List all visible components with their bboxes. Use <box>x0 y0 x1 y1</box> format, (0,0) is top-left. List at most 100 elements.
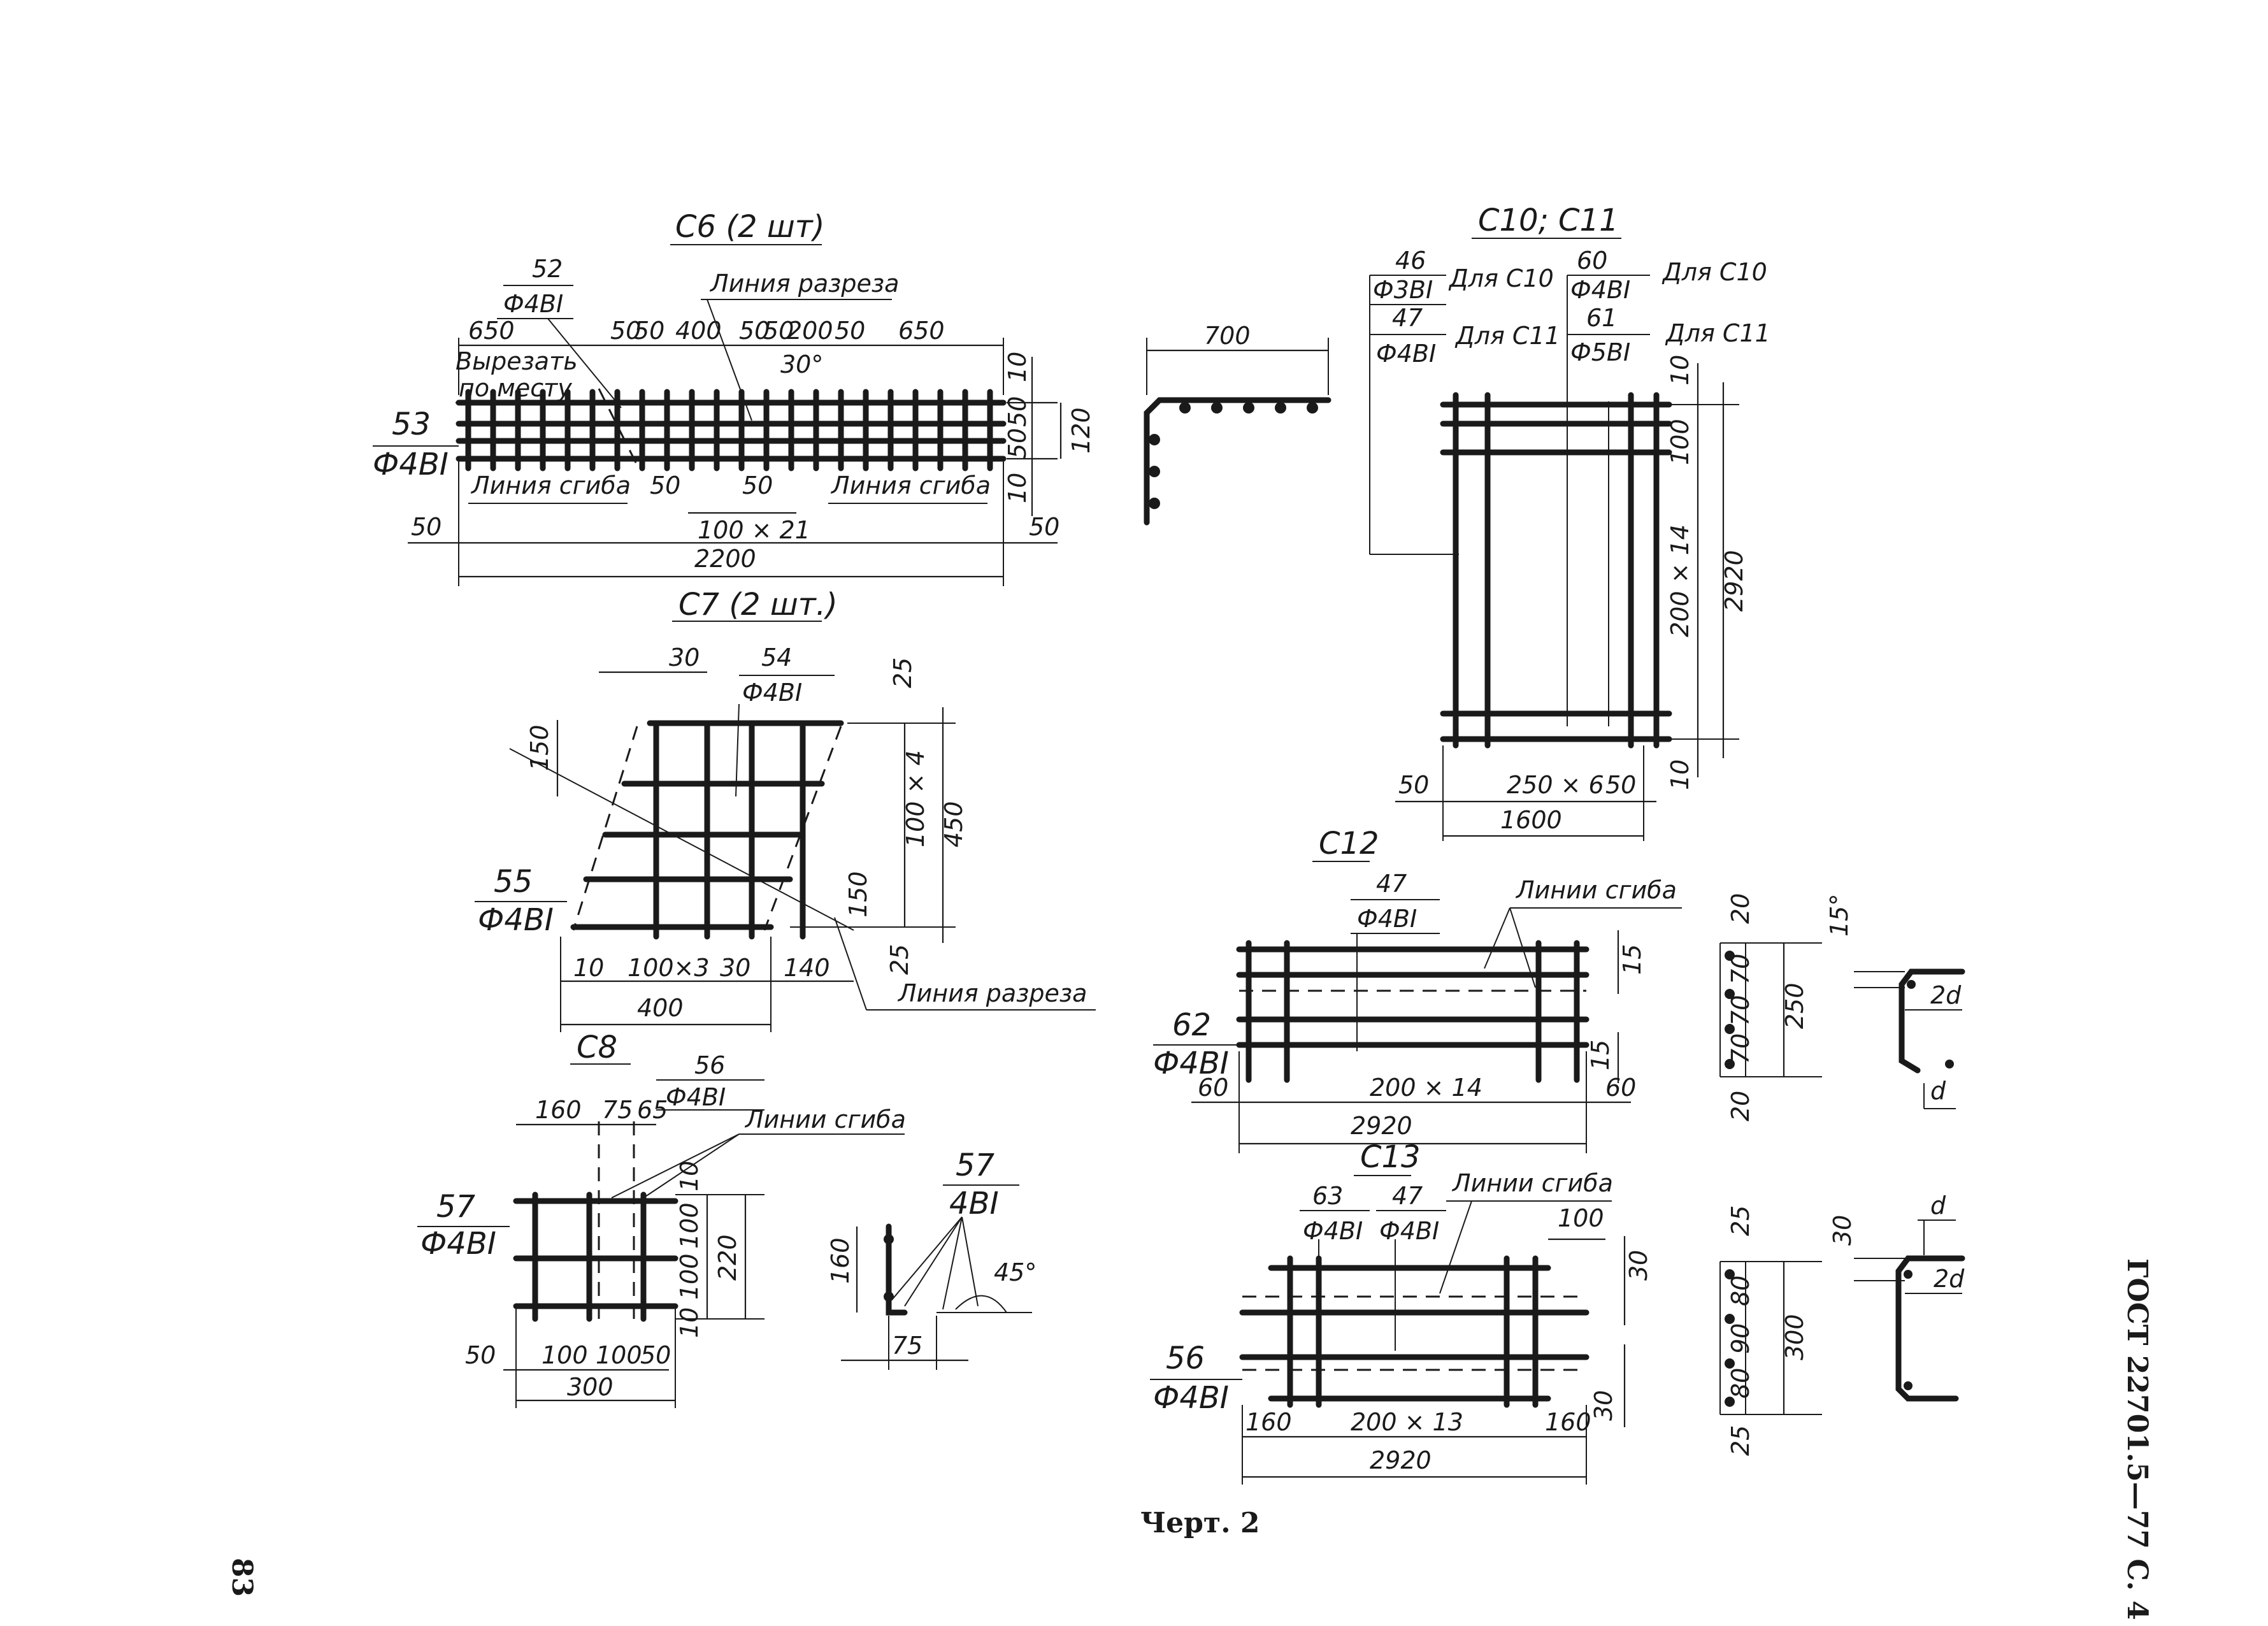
c13-sec-dim-25b: 25 <box>1726 1425 1755 1456</box>
c7-dim-25-top: 25 <box>889 658 917 688</box>
c13-pos-left: 56 <box>1166 1341 1205 1376</box>
c12-title: С12 <box>1319 826 1379 861</box>
c10-a-pos: 46 <box>1395 247 1426 275</box>
c7-bdim-100x3: 100×3 <box>628 954 710 982</box>
c13-pitch: 200 × 13 <box>1351 1408 1463 1436</box>
c13-title: С13 <box>1360 1139 1421 1175</box>
c8-tdim-75: 75 <box>602 1096 633 1124</box>
c7-bdim-140: 140 <box>784 954 830 982</box>
c6-dim-50-bottom-b: 50 <box>742 471 773 500</box>
c10-d-note: Для С11 <box>1665 319 1770 347</box>
c8-width: 300 <box>567 1373 614 1401</box>
c8-rdim-10a: 10 <box>675 1161 703 1191</box>
c8-detail-bar: 4ВI <box>949 1186 999 1221</box>
angle-bar-dot <box>1307 402 1318 414</box>
angle-bar-dot <box>1243 402 1254 414</box>
c8-tdim-160: 160 <box>535 1096 582 1124</box>
c12-pos-top-bar: Ф4ВI <box>1357 905 1417 933</box>
c12-end-left: 60 <box>1198 1074 1228 1102</box>
c6-dim-50a: 50 <box>610 317 641 345</box>
angle-bar-dot <box>1179 402 1191 414</box>
c13-pos-b: 47 <box>1392 1182 1423 1210</box>
c6-dim-400: 400 <box>675 317 722 345</box>
c7-cut-line-label: Линия разреза <box>897 979 1087 1007</box>
c13-sec-dim-90: 90 <box>1726 1323 1755 1354</box>
c10-title: С10; С11 <box>1478 203 1619 238</box>
c8-bdim-50b: 50 <box>640 1341 671 1369</box>
c7-pos-top-bar: Ф4ВI <box>742 679 802 707</box>
c12-overall: 2920 <box>1351 1112 1412 1140</box>
c6-dim-200: 200 <box>787 317 833 345</box>
c7-pos-left: 55 <box>494 864 533 900</box>
c13-dim-30-top: 30 <box>1625 1250 1653 1281</box>
c6-pos-left-bar: Ф4ВI <box>373 447 449 482</box>
c6-cut-note-1: Вырезать <box>456 347 578 375</box>
c8-pos-top: 56 <box>694 1051 725 1079</box>
c8-bdim-100b: 100 <box>596 1341 642 1369</box>
c8-rdim-100b: 100 <box>675 1253 703 1300</box>
c7-dim-150-right: 150 <box>844 871 872 917</box>
c12-pitch: 200 × 14 <box>1370 1074 1482 1102</box>
c12-sec-dim-70c: 70 <box>1726 1033 1755 1064</box>
c7-dim-30: 30 <box>669 644 700 672</box>
c6-overall: 2200 <box>694 545 756 573</box>
c7-pos-left-bar: Ф4ВI <box>478 902 554 938</box>
c6-cut-line-label: Линия разреза <box>709 270 899 298</box>
c6-pos-top: 52 <box>532 255 563 283</box>
c10-c-pos: 60 <box>1577 247 1607 275</box>
c6-pos-left: 53 <box>392 406 431 442</box>
c13-section: 25 80 90 80 25 300 30 d 2d <box>1719 1191 1965 1456</box>
c10-rdim-10b: 10 <box>1666 759 1694 790</box>
c6-dim-50-bottom-a: 50 <box>650 471 680 500</box>
c6-dim-650-right: 650 <box>898 317 945 345</box>
figure-caption: Черт. 2 <box>1140 1507 1260 1539</box>
c12-sec-dim-20a: 20 <box>1726 893 1755 924</box>
angle-detail: 700 <box>1144 322 1331 526</box>
c8-detail-height: 160 <box>826 1237 854 1284</box>
standard-number: ГОСТ 22701.5—77 С. 4 <box>2121 1258 2153 1620</box>
c6-rdim-10b: 10 <box>1003 473 1031 503</box>
c6-end-left: 50 <box>411 513 441 541</box>
c10-a-note: Для С10 <box>1448 264 1554 292</box>
c6-rdim-120: 120 <box>1067 407 1095 454</box>
c8-detail-pos: 57 <box>956 1148 995 1183</box>
c8-bend-detail: 57 4ВI 160 75 45° <box>826 1148 1037 1370</box>
c10-c11-drawing: С10; С11 46 Ф3ВI Для С10 47 Ф4ВI Для С11… <box>1369 203 1770 841</box>
angle-length: 700 <box>1204 322 1251 350</box>
c12-pos-left: 62 <box>1172 1007 1211 1043</box>
c13-bend: Линии сгиба <box>1451 1169 1613 1197</box>
c6-rdim-50a: 50 <box>1003 396 1031 427</box>
c6-title: С6 (2 шт) <box>675 209 824 245</box>
c12-sec-d: d <box>1930 1077 1946 1105</box>
c10-bdim-50a: 50 <box>1398 771 1429 799</box>
c10-c-note: Для С10 <box>1662 258 1767 286</box>
c13-sec-dim-80b: 80 <box>1726 1368 1755 1399</box>
c10-bdim-pitch: 250 × 6 <box>1507 771 1604 799</box>
c12-pos-left-bar: Ф4ВI <box>1153 1046 1229 1081</box>
c7-width: 400 <box>637 994 684 1022</box>
c13-sec-dim-30: 30 <box>1828 1215 1856 1246</box>
c10-rdim-pitch: 200 × 14 <box>1666 524 1694 637</box>
c12-sec-dim-70b: 70 <box>1726 995 1755 1026</box>
c12-pos-top: 47 <box>1376 870 1407 898</box>
c8-bend: Линии сгиба <box>744 1105 906 1133</box>
c8-drawing: С8 56 Ф4ВI 160 75 65 Линии сгиба 57 Ф4ВI… <box>417 1030 906 1408</box>
c6-rdim-10a: 10 <box>1003 352 1031 382</box>
c6-bend-right: Линия сгиба <box>830 471 991 500</box>
c12-sec-angle: 15° <box>1825 894 1853 937</box>
c10-b-pos: 47 <box>1392 304 1423 332</box>
c6-dim-50c: 50 <box>739 317 770 345</box>
c12-sec-dim-20b: 20 <box>1726 1091 1755 1121</box>
c10-b-bar: Ф4ВI <box>1376 340 1436 368</box>
angle-bar-dot <box>1211 402 1223 414</box>
c8-rdim-100a: 100 <box>675 1202 703 1249</box>
c8-rdim-10b: 10 <box>675 1307 703 1338</box>
c13-dim-100: 100 <box>1558 1204 1604 1232</box>
c10-b-note: Для С11 <box>1454 322 1560 350</box>
c10-c-bar: Ф4ВI <box>1570 276 1630 304</box>
c8-height: 220 <box>714 1234 742 1281</box>
c12-sec-bend-r: 2d <box>1930 981 1962 1009</box>
c6-drawing: С6 (2 шт) 52 Ф4ВI Линия разреза Вырезать… <box>373 209 1095 586</box>
c7-bdim-30: 30 <box>720 954 750 982</box>
c6-end-right: 50 <box>1029 513 1059 541</box>
